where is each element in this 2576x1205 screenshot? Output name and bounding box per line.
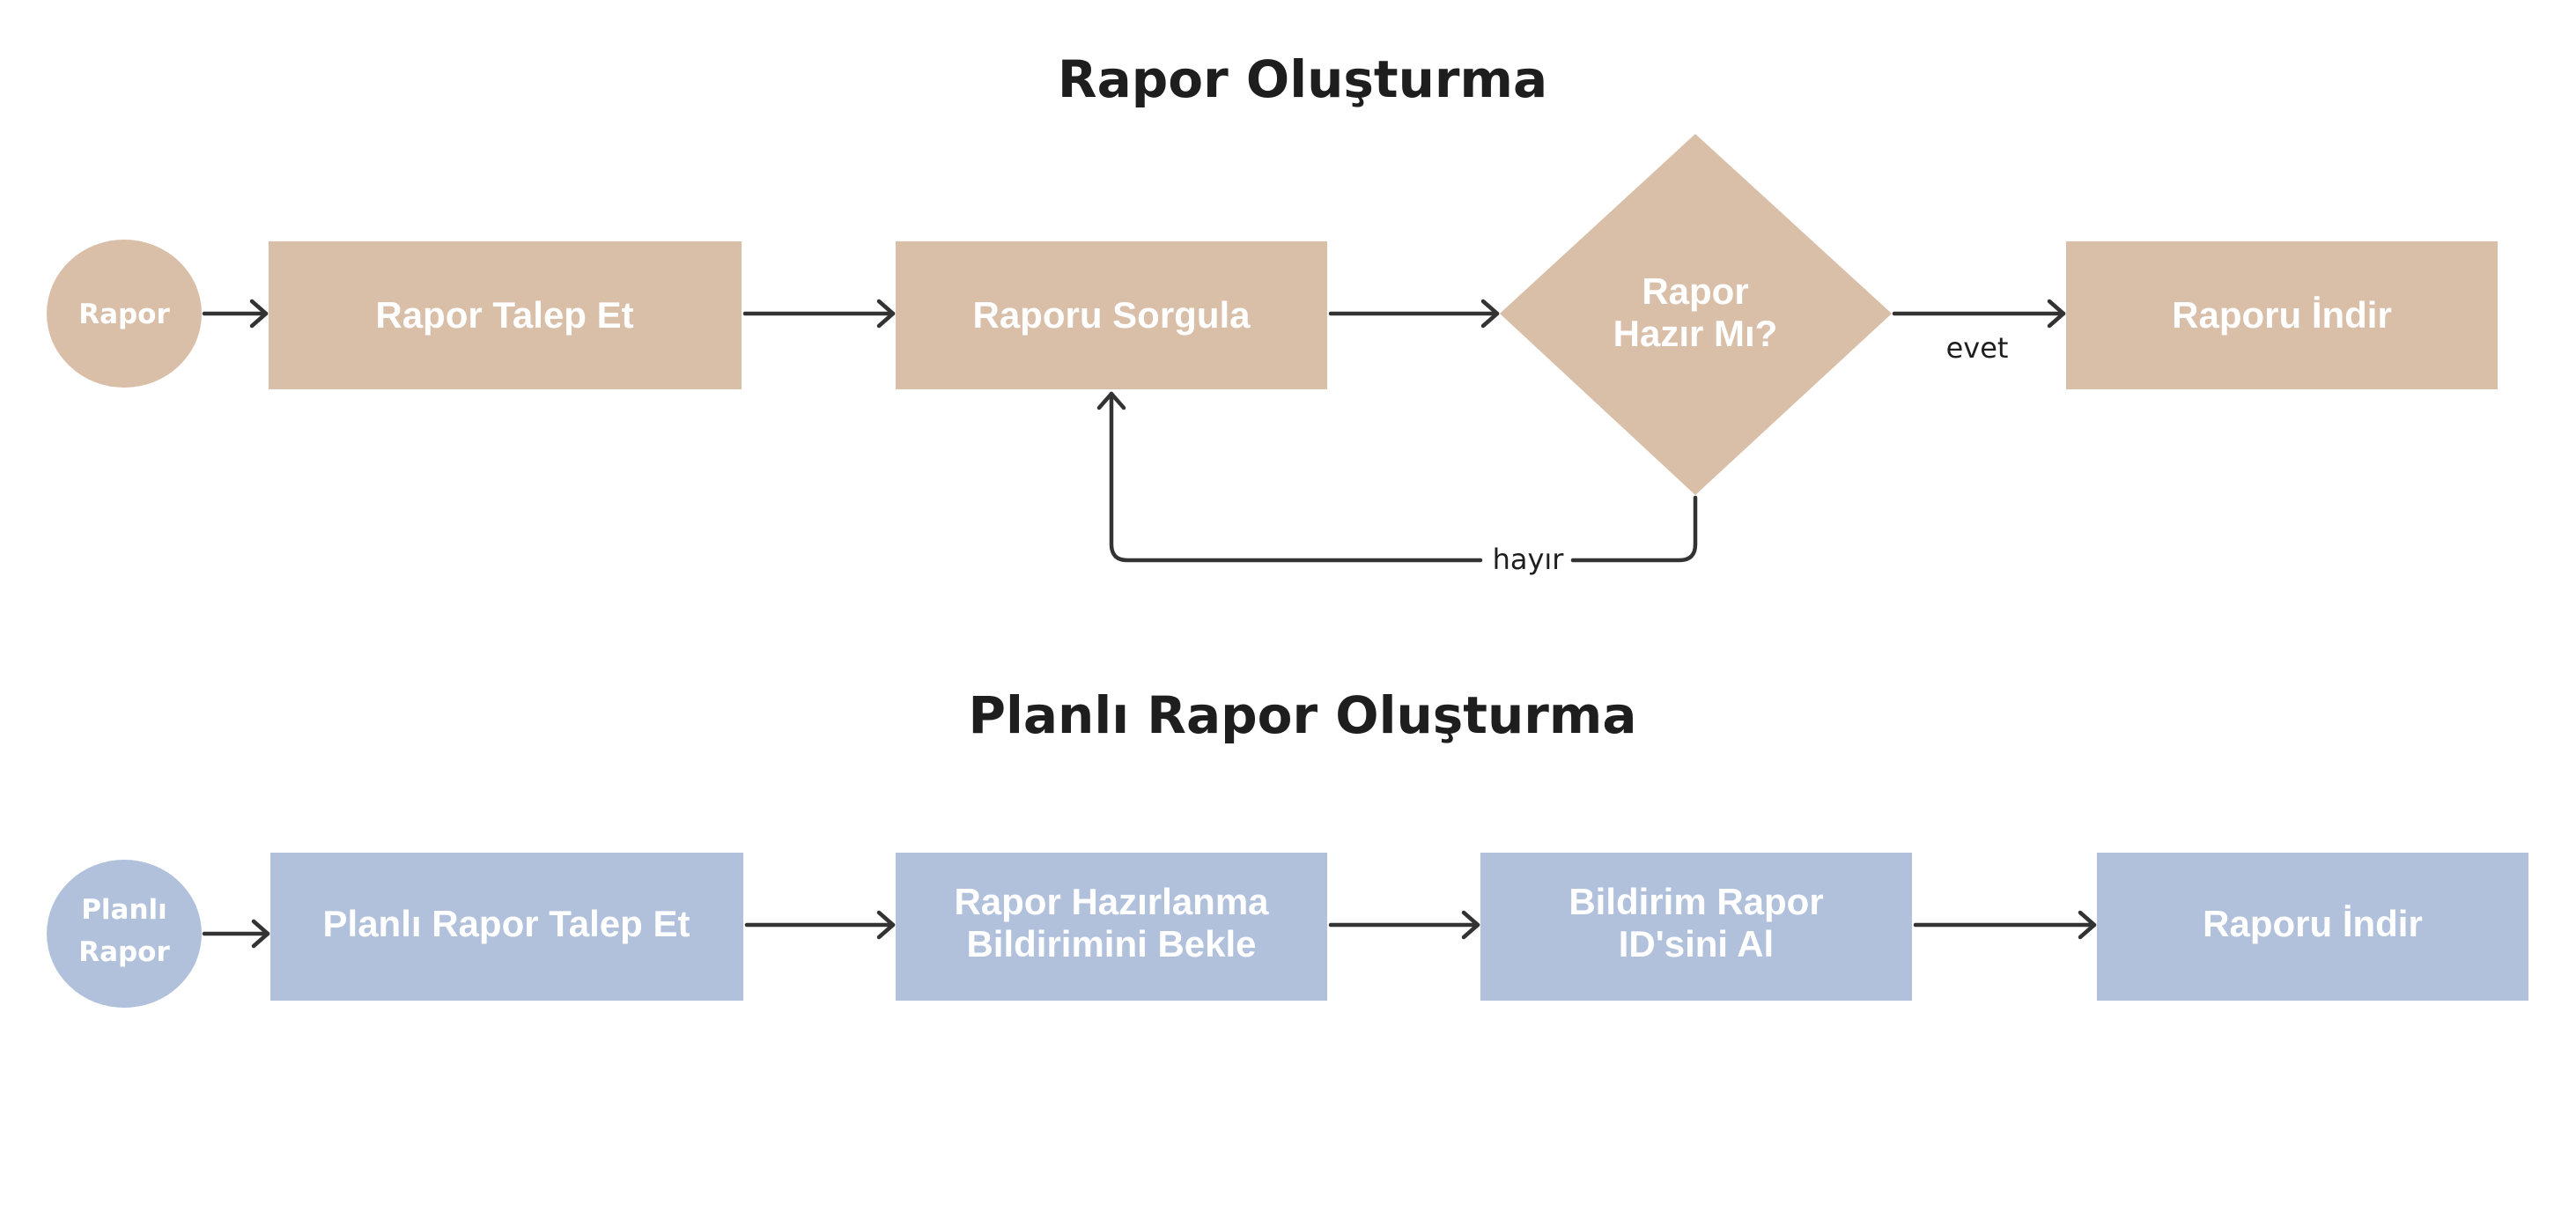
flow1-start-node: Rapor [47,240,202,388]
flow1-yes-label: evet [1946,331,2009,365]
flow2-step1-label: Planlı Rapor Talep Et [323,903,690,944]
flow2-end-label: Raporu İndir [2203,903,2423,944]
flow-planli-rapor-olusturma: Planlı Rapor Oluşturma Planlı Rapor Plan… [47,685,2528,1008]
flow1-edge-step2-to-decision [1328,299,1500,329]
flow2-edge-step1-to-step2 [744,910,896,940]
flow2-edge-start-to-step1 [202,919,270,949]
flow1-end-box [2066,241,2498,389]
flow2-title: Planlı Rapor Oluşturma [969,685,1637,745]
flow1-decision-label-line2: Hazır Mı? [1613,313,1778,354]
flow1-edge-decision-to-end-yes: evet [1892,299,2066,365]
flow1-edge-decision-to-step2-no: hayır [1096,391,1698,576]
flow2-step-rapor-hazirlanma-bildirimini-bekle: Rapor Hazırlanma Bildirimini Bekle [896,853,1327,1001]
flow2-step-planli-rapor-talep-et: Planlı Rapor Talep Et [270,853,743,1001]
flow2-start-label-line1: Planlı [81,894,167,926]
flow1-end-label: Raporu İndir [2172,294,2392,336]
flow1-decision-rapor-hazir-mi: Rapor Hazır Mı? [1500,134,1892,495]
flow2-step-bildirim-rapor-id-al: Bildirim Rapor ID'sini Al [1480,853,1912,1001]
flow2-step2-label-line1: Rapor Hazırlanma [954,881,1269,922]
flow1-step-rapor-talep-et: Rapor Talep Et [269,241,742,389]
flow1-no-label: hayır [1493,543,1565,576]
flow2-step3-label-line2: ID'sini Al [1619,923,1774,965]
flow2-step1-box [270,853,743,1001]
flow1-step1-box [269,241,742,389]
flow2-step3-box [1480,853,1912,1001]
flow1-start-label: Rapor [78,299,170,330]
flow1-decision-diamond [1500,134,1892,495]
flow1-edge-start-to-step1 [202,299,269,329]
flow1-step2-label: Raporu Sorgula [972,294,1251,336]
flow2-start-node: Planlı Rapor [47,860,202,1008]
flow2-step2-label-line2: Bildirimini Bekle [966,923,1256,965]
flow2-step2-box [896,853,1327,1001]
flow2-end-raporu-indir: Raporu İndir [2097,853,2528,1001]
flow1-edge-step1-to-step2 [742,299,896,329]
flow2-start-label-line2: Rapor [78,936,170,968]
flow1-decision-label-line1: Rapor [1642,270,1748,312]
flow1-step-raporu-sorgula: Raporu Sorgula [896,241,1327,389]
flow1-step1-label: Rapor Talep Et [375,294,633,336]
flow-rapor-olusturma: Rapor Oluşturma Rapor Rapor Talep Et Rap… [47,49,2498,576]
flow1-end-raporu-indir: Raporu İndir [2066,241,2498,389]
flow2-edge-step2-to-step3 [1328,910,1480,940]
flow2-step3-label-line1: Bildirim Rapor [1568,881,1823,922]
flow1-step2-box [896,241,1327,389]
flow2-edge-step3-to-end [1913,910,2097,940]
flow2-end-box [2097,853,2528,1001]
flow1-start-circle [47,240,202,388]
flow1-title: Rapor Oluşturma [1058,49,1547,109]
flow2-start-circle [47,860,202,1008]
